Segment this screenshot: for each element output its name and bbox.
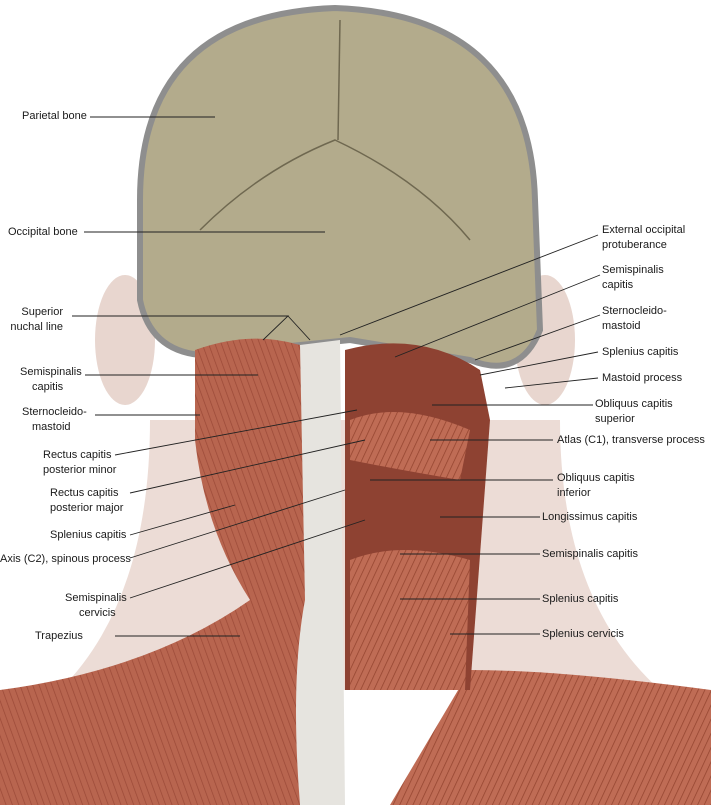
trapezius-left xyxy=(0,420,330,805)
sagittal-suture xyxy=(337,19,341,141)
label-mastoid-process: Mastoid process xyxy=(602,372,683,384)
label-line: capitis xyxy=(32,381,64,393)
label-occipital-bone: Occipital bone xyxy=(8,226,78,238)
label-superior-nuchal-line: Superior nuchal line xyxy=(0,305,63,335)
label-semispinalis-capitis-right: Semispinalis capitis xyxy=(602,263,664,293)
nuchal-ligament xyxy=(296,340,345,805)
label-line: Semispinalis xyxy=(602,264,664,276)
label-rectus-capitis-posterior-minor: Rectus capitis posterior minor xyxy=(43,448,116,478)
label-line: External occipital xyxy=(602,224,686,236)
label-line: mastoid xyxy=(32,421,71,433)
label-line: Obliquus capitis xyxy=(595,398,673,410)
label-semispinalis-cervicis: Semispinalis cervicis xyxy=(65,591,127,621)
label-sternocleidomastoid-right: Sternocleido-mastoid xyxy=(602,304,667,334)
label-line: posterior minor xyxy=(43,464,117,476)
label-external-occipital-protuberance: External occipital protuberance xyxy=(602,223,685,253)
label-trapezius: Trapezius xyxy=(35,630,83,642)
label-line: Rectus capitis xyxy=(50,487,119,499)
label-sternocleidomastoid-left: Sternocleido-mastoid xyxy=(22,405,87,435)
label-line: cervicis xyxy=(79,607,116,619)
label-parietal-bone: Parietal bone xyxy=(22,110,87,122)
label-semispinalis-capitis-right-lower: Semispinalis capitis xyxy=(542,548,638,560)
label-obliquus-capitis-inferior: Obliquus capitis inferior xyxy=(557,471,635,501)
label-semispinalis-capitis-left: Semispinalis capitis xyxy=(20,365,82,395)
label-splenius-capitis-left: Splenius capitis xyxy=(50,529,127,541)
left-neck-muscles xyxy=(195,338,330,700)
label-atlas-transverse-process: Atlas (C1), transverse process xyxy=(557,434,705,446)
label-line: superior xyxy=(595,413,635,425)
label-line: capitis xyxy=(602,279,634,291)
label-longissimus-capitis: Longissimus capitis xyxy=(542,511,638,523)
label-line: Rectus capitis xyxy=(43,449,112,461)
label-line: Sternocleido- xyxy=(602,305,667,317)
label-line: Sternocleido- xyxy=(22,406,87,418)
label-line: Semispinalis xyxy=(65,592,127,604)
label-splenius-capitis-right-upper: Splenius capitis xyxy=(602,346,679,358)
trapezius-right xyxy=(390,670,711,805)
label-line: nuchal line xyxy=(10,321,63,333)
label-line: Obliquus capitis xyxy=(557,472,635,484)
label-line: Superior xyxy=(21,306,63,318)
right-splenius xyxy=(350,550,470,690)
lambdoid-suture xyxy=(199,139,471,241)
right-obliquus xyxy=(350,412,470,480)
leader-lines xyxy=(72,116,601,637)
label-obliquus-capitis-superior: Obliquus capitis superior xyxy=(595,397,673,427)
label-axis-spinous-process: Axis (C2), spinous process xyxy=(0,553,131,565)
label-line: protuberance xyxy=(602,239,667,251)
label-line: inferior xyxy=(557,487,591,499)
label-splenius-cervicis: Splenius cervicis xyxy=(542,628,624,640)
label-rectus-capitis-posterior-major: Rectus capitis posterior major xyxy=(50,486,123,516)
label-splenius-capitis-right-lower: Splenius capitis xyxy=(542,593,619,605)
label-line: mastoid xyxy=(602,320,641,332)
label-line: posterior major xyxy=(50,502,124,514)
label-line: Semispinalis xyxy=(20,366,82,378)
